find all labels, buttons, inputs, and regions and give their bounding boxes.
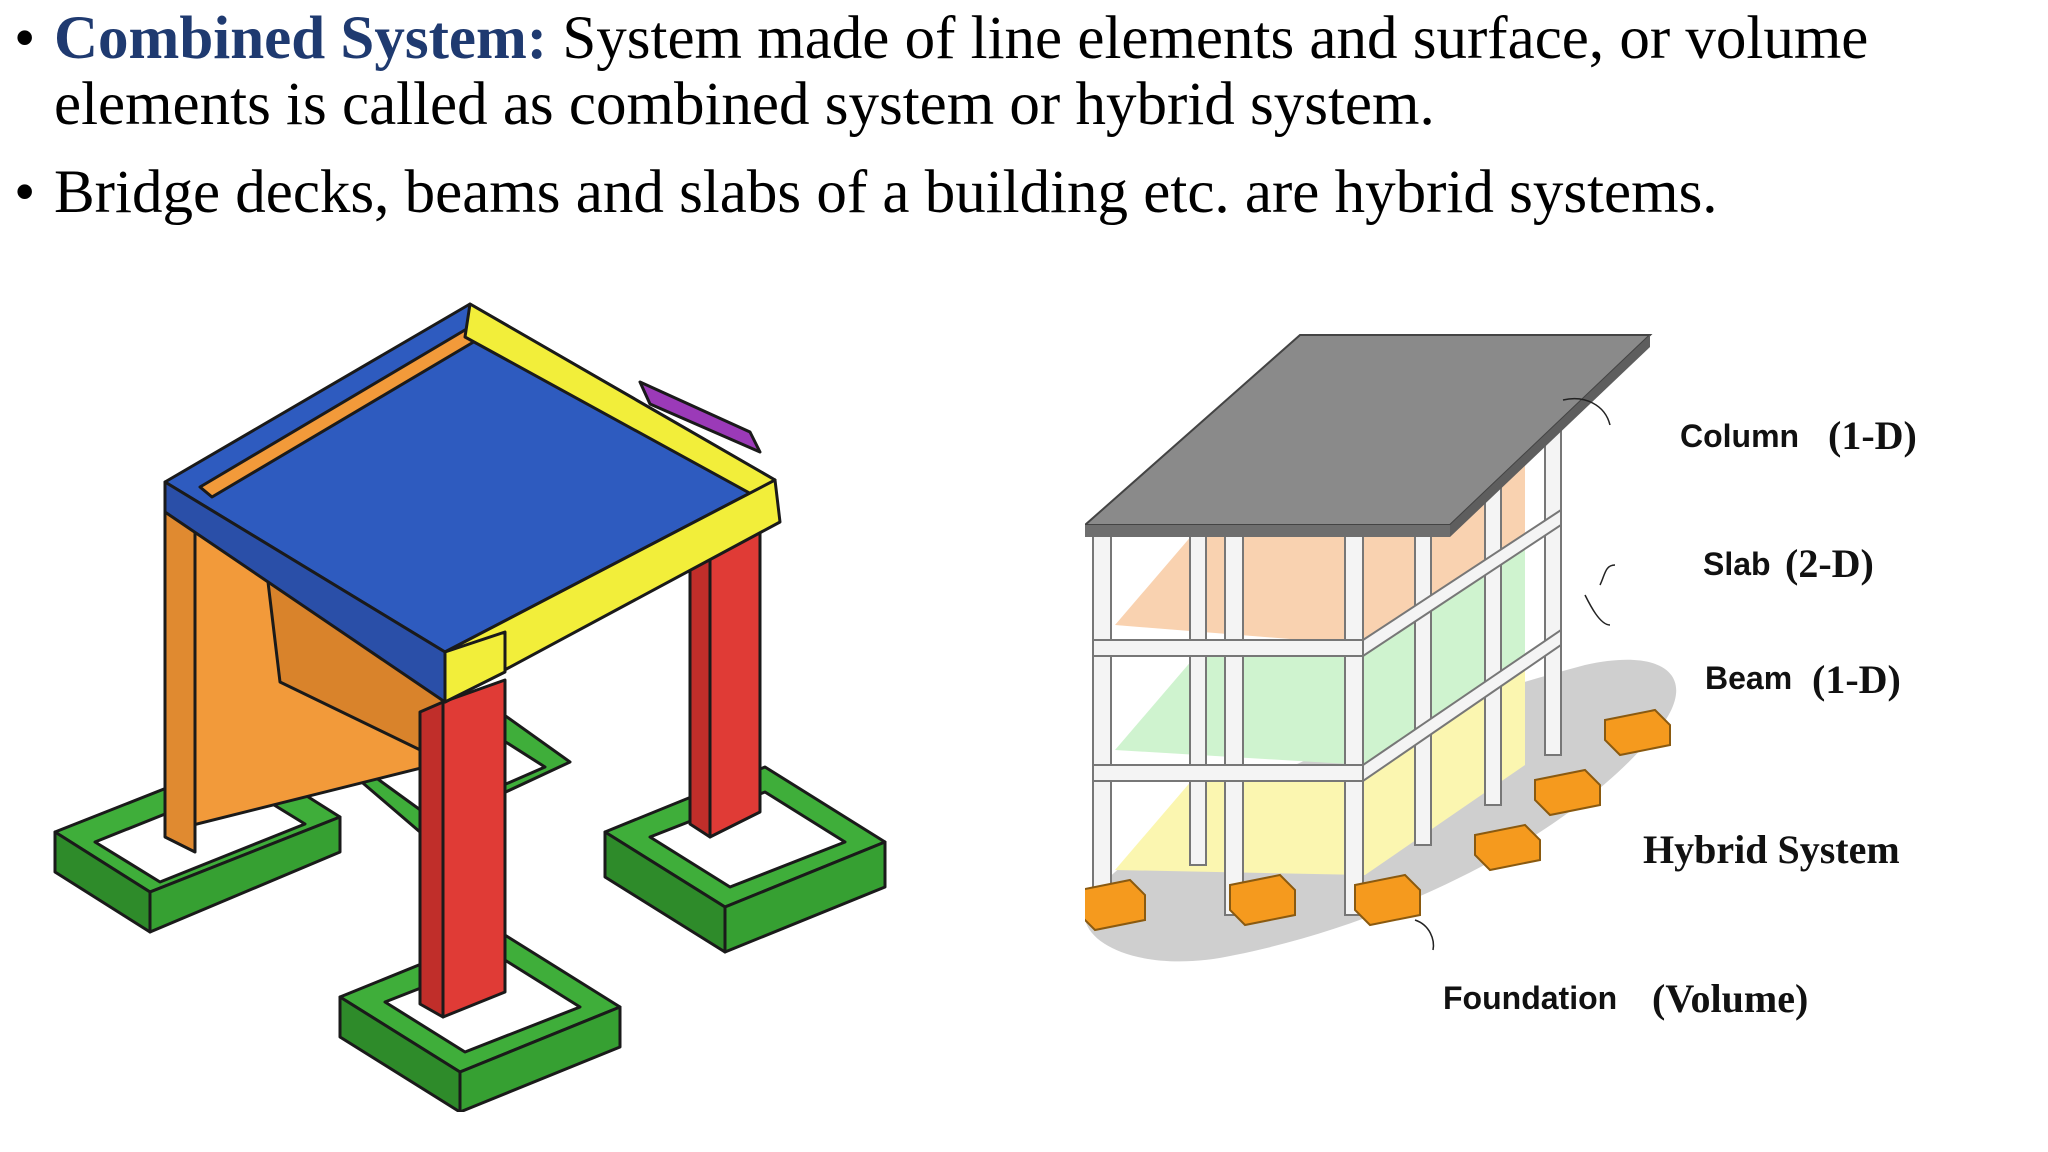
label-slab-name: Slab [1703, 546, 1771, 582]
label-beam-dim: (1-D) [1812, 657, 1901, 702]
accent-bar [638, 380, 762, 454]
label-column-name: Column [1680, 418, 1800, 454]
term-combined-system: Combined System [54, 5, 527, 72]
label-foundation-dim: (Volume) [1652, 976, 1809, 1021]
beam [1092, 639, 1364, 657]
roof-slab [1082, 334, 1653, 526]
foundation-leader [1414, 919, 1435, 951]
bullet-examples: • Bridge decks, beams and slabs of a bui… [14, 160, 2004, 226]
bullet-definition: System made of line elements and surface… [54, 5, 1869, 138]
combined-system-illustration [53, 302, 887, 1114]
label-slab-dim: (2-D) [1785, 541, 1874, 586]
label-hybrid-system: Hybrid System [1643, 827, 1900, 872]
column-front [441, 678, 507, 1019]
bullet-combined-system: • Combined System: System made of line e… [14, 6, 2004, 138]
column [1092, 534, 1112, 908]
footing [1079, 878, 1146, 932]
hybrid-building-figure [1079, 325, 1685, 970]
term-colon: : [526, 5, 548, 72]
label-foundation-name: Foundation [1443, 980, 1618, 1016]
slab-leader [1599, 564, 1616, 586]
bullet-list: • Combined System: System made of line e… [14, 6, 2004, 248]
hybrid-building-illustration [1079, 334, 1677, 962]
combined-system-figure [50, 292, 900, 1117]
beam-leader [1584, 594, 1611, 626]
label-beam-name: Beam [1705, 660, 1793, 696]
bullet-dot: • [14, 159, 36, 226]
column-leader [1562, 398, 1611, 426]
bullet-examples-text: Bridge decks, beams and slabs of a build… [54, 159, 1718, 226]
label-column-dim: (1-D) [1828, 413, 1917, 458]
bullet-dot: • [14, 5, 36, 72]
